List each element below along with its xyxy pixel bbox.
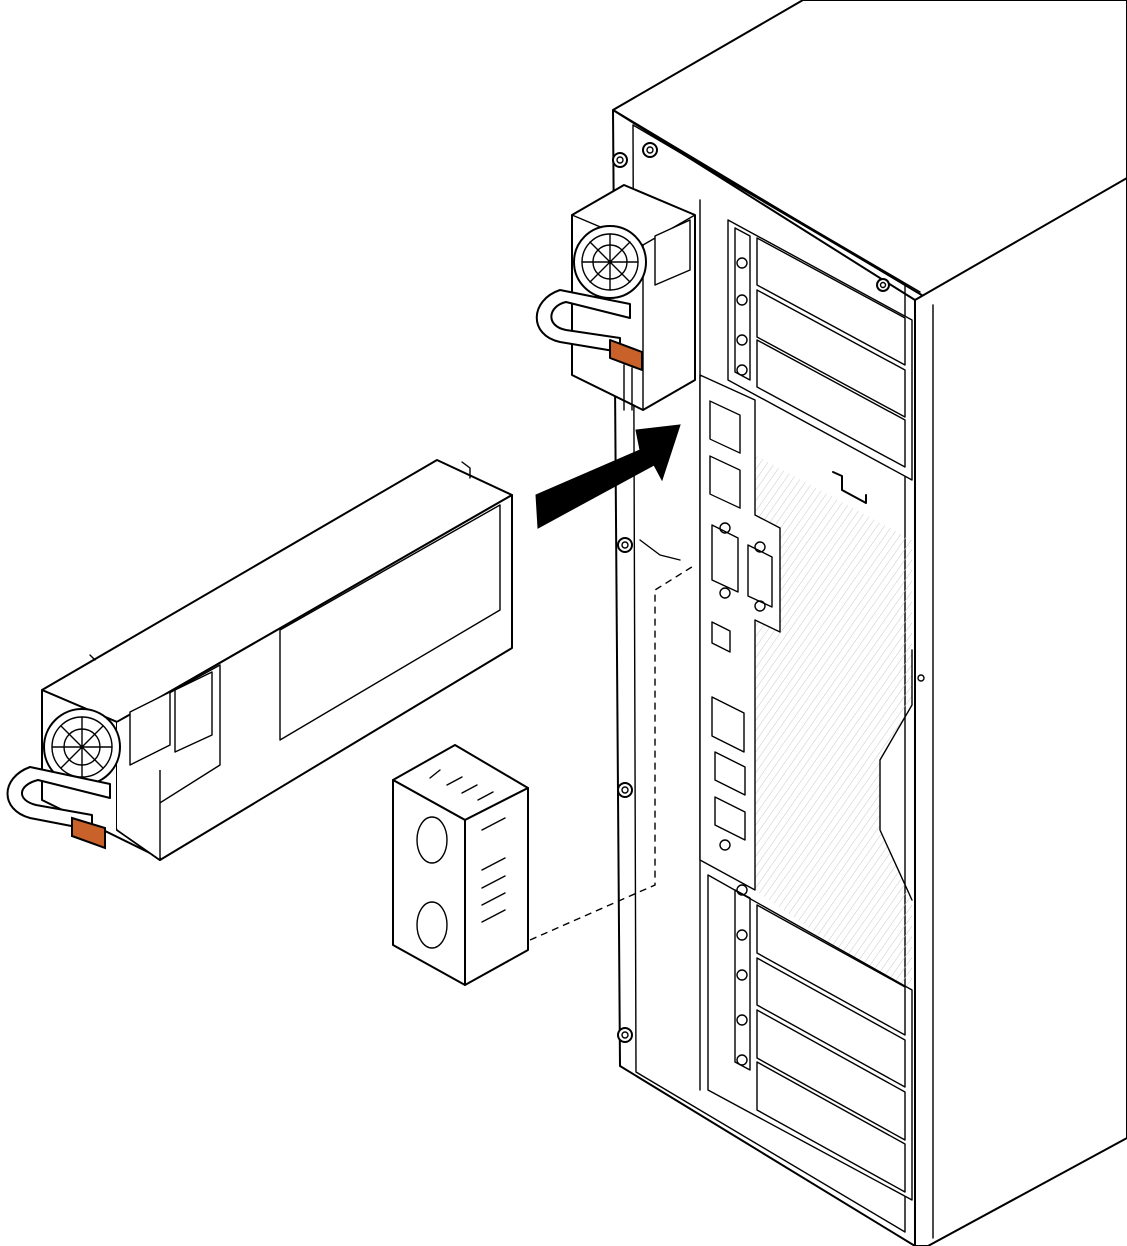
release-latch-tab[interactable] (71, 816, 106, 850)
rear-io-panel (699, 374, 781, 891)
vga-port-1 (711, 524, 739, 593)
screw-icon (612, 142, 890, 1043)
id-button (719, 839, 731, 851)
pcie-slots-lower (707, 874, 913, 1201)
usb-ports-2 (714, 796, 746, 841)
psu-handle[interactable] (6, 766, 111, 831)
mgmt-ethernet-port (711, 696, 745, 753)
pcie-slots-upper (727, 219, 913, 481)
fan-icon (573, 225, 647, 299)
ethernet-port-1 (709, 400, 741, 454)
ethernet-port-2 (709, 455, 741, 509)
usb-b-port (711, 621, 731, 653)
fan-icon (43, 708, 121, 786)
serial-port (747, 544, 773, 608)
power-supply-unit[interactable] (6, 459, 513, 861)
usb-ports-1 (714, 751, 746, 796)
power-supply-filler[interactable] (392, 744, 529, 986)
insert-arrow-icon (535, 424, 681, 529)
server-chassis (612, 0, 1127, 1246)
rear-vent-area (755, 455, 912, 1000)
installed-power-supply (535, 184, 696, 411)
release-latch-tab[interactable] (609, 339, 643, 371)
psu-handle[interactable] (535, 289, 631, 353)
psu-label-area (279, 504, 501, 741)
chassis-side-panel (914, 177, 1127, 1246)
